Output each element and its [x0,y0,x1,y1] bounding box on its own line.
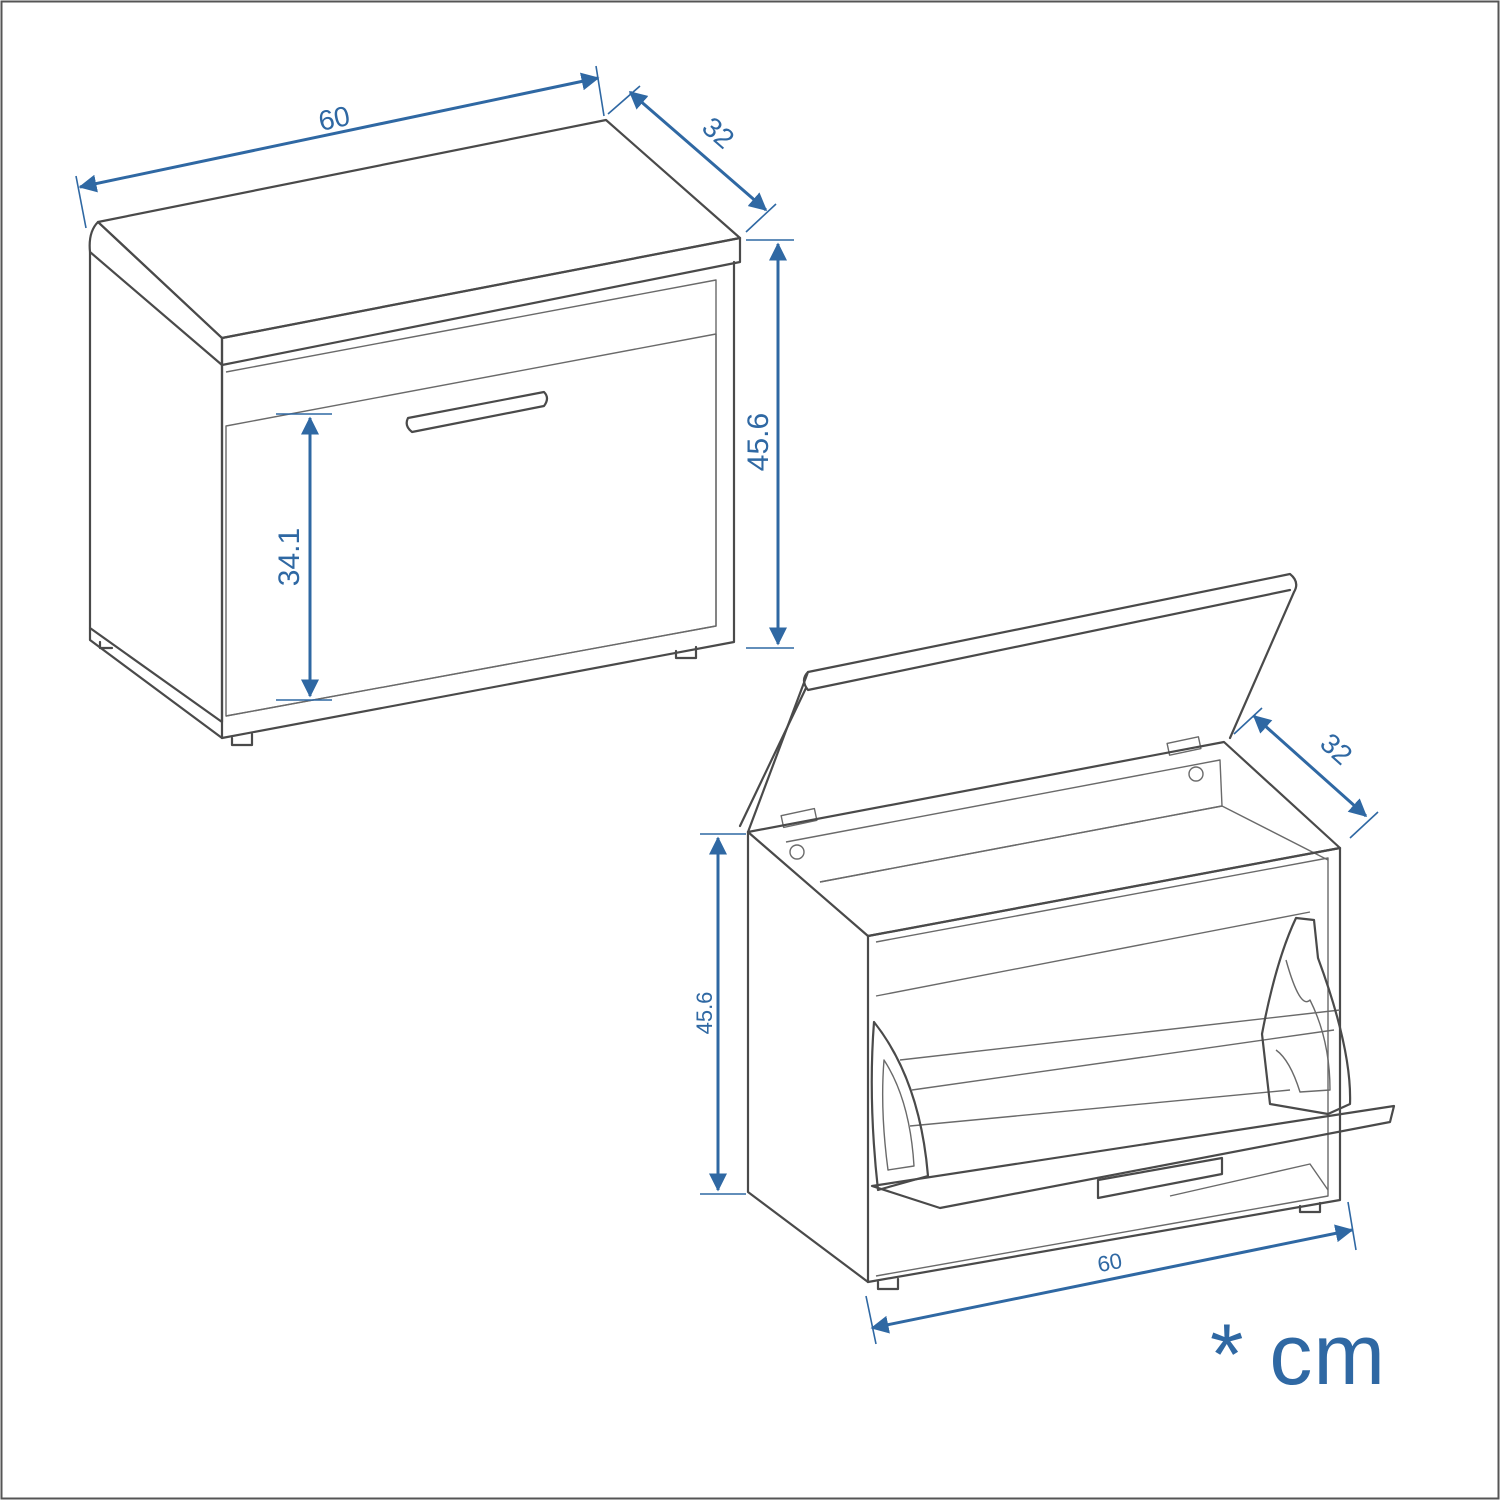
front-inner-frame [225,279,717,717]
cabinet-front [866,846,1342,1284]
extension-line [865,1295,877,1345]
right-mechanism-inner [1275,959,1331,1093]
shoe-rail [909,1089,1291,1127]
left-mechanism [870,1020,930,1192]
cabinet-side [88,250,224,724]
width-dimension-line [78,72,600,193]
open-bench-drawing [738,572,1396,1291]
bolt-hole [1188,766,1204,782]
cushion-front [220,236,742,367]
extension-line [1347,1201,1357,1251]
door-handle [405,390,549,434]
width-label: 60 [316,100,353,137]
right-mechanism [1260,916,1352,1116]
extension-line [595,65,605,117]
cushion-top [96,118,742,340]
lid-hinge [780,807,818,829]
flap-door [225,333,717,717]
lid-edge-inner [738,686,808,828]
shoe-rail [899,1009,1341,1061]
closed-bench-drawing [88,118,742,747]
depth-dimension-line [628,90,768,212]
cabinet-side [746,830,870,1284]
bolt-hole [789,844,805,860]
cabinet-front [220,260,736,740]
depth-dimension-line [1252,714,1368,818]
width-label: 60 [1095,1248,1124,1277]
open-dimensions: 32 45.6 60 [692,707,1379,1345]
height-label: 45.6 [742,413,775,471]
door-height-label: 34.1 [273,528,306,586]
extension-line [1233,707,1263,735]
foot [230,732,254,747]
foot [98,640,114,650]
bottom-compartment [1169,1163,1329,1197]
flap-handle [1096,1156,1224,1200]
cushion-side [88,220,224,367]
height-label: 45.6 [692,992,717,1035]
open-lid [746,572,1298,834]
lid-edge [802,588,1292,692]
foot [674,645,698,660]
depth-label: 32 [1314,727,1358,771]
depth-label: 32 [696,111,740,155]
inner-back [785,759,1223,883]
cabinet-bottom-edge [88,626,224,740]
extension-line [75,175,87,229]
lid-hinge [1166,736,1202,756]
extension-line [1349,811,1379,839]
closed-dimensions: 60 32 45.6 34.1 [75,65,794,701]
unit-note: * cm [1210,1307,1386,1403]
foot [1298,1201,1322,1214]
front-rail [875,911,1311,997]
width-dimension-line [870,1224,1354,1334]
extension-line [607,85,641,115]
extension-line [745,203,777,233]
left-mechanism-inner [881,1059,915,1171]
shoe-rail [911,1029,1335,1091]
inner-shelf [819,805,1329,883]
open-flap-door [870,1104,1396,1210]
